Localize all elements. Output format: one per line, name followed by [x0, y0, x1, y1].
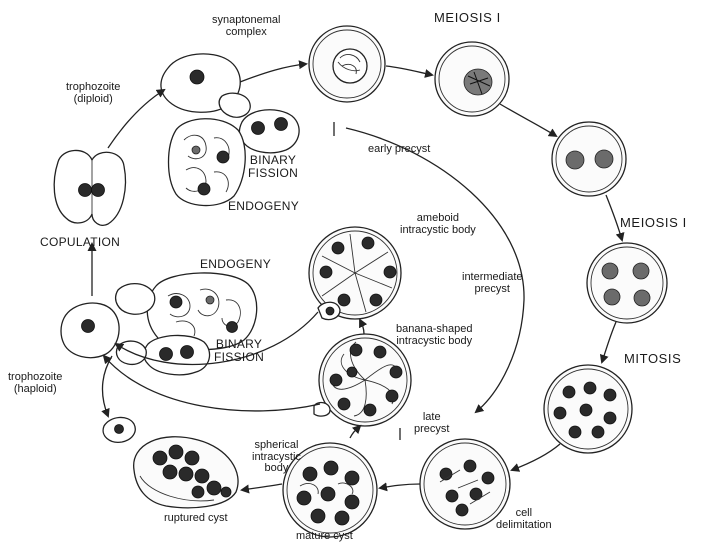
synaptonemal-cyst	[309, 26, 385, 102]
label-ameboid-body: ameboid intracystic body	[400, 213, 476, 236]
binary-fission-bottom-cells	[116, 335, 209, 374]
mitosis-cyst	[544, 365, 632, 453]
label-endogeny-bottom: ENDOGENY	[200, 258, 271, 271]
label-early-precyst: early precyst	[368, 144, 430, 156]
banana-shaped-cyst	[314, 334, 411, 426]
label-meiosis-one: MEIOSIS I	[434, 11, 501, 25]
label-intermediate-precyst: intermediate precyst	[462, 272, 523, 295]
label-meiosis-two: MEIOSIS I	[620, 216, 687, 230]
endogeny-top-cell	[169, 119, 246, 206]
ruptured-cyst	[134, 437, 238, 508]
label-trophozoite-diploid: trophozoite (diploid)	[66, 82, 120, 105]
label-endogeny-top: ENDOGENY	[228, 200, 299, 213]
label-trophozoite-haploid: trophozoite (haploid)	[8, 372, 62, 395]
label-mature-cyst: mature cyst	[296, 531, 353, 543]
released-trophozoite	[103, 417, 135, 442]
label-copulation: COPULATION	[40, 236, 120, 249]
meiosis-one-cyst	[435, 42, 509, 116]
label-ruptured-cyst: ruptured cyst	[164, 513, 228, 525]
copulation-cells	[54, 150, 125, 225]
haploid-trophozoite-cell	[61, 303, 119, 358]
label-binary-fission-bottom: BINARY FISSION	[214, 338, 264, 363]
label-cell-delimitation: cell delimitation	[496, 508, 552, 531]
label-banana-body: banana-shaped intracystic body	[396, 324, 472, 347]
ameboid-cyst	[309, 227, 401, 320]
meiosis-two-cyst	[587, 243, 667, 323]
label-spherical-body: spherical intracystic body	[252, 440, 301, 475]
label-late-precyst: late precyst	[414, 412, 449, 435]
label-mitosis: MITOSIS	[624, 352, 681, 366]
two-nuclei-cyst	[552, 122, 626, 196]
label-binary-fission-top: BINARY FISSION	[248, 154, 298, 179]
label-synaptonemal-complex: synaptonemal complex	[212, 15, 281, 38]
